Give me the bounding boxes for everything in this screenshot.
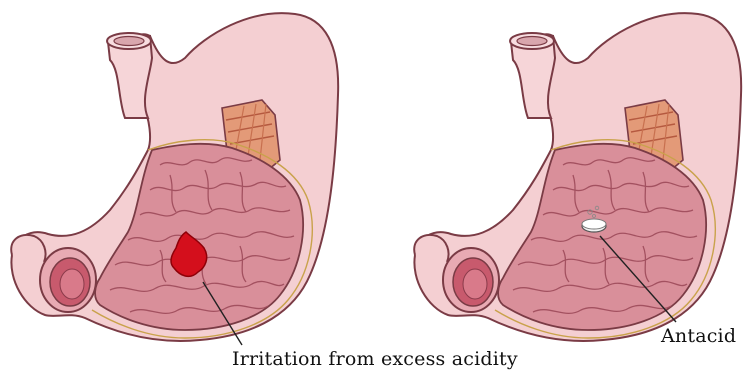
irritation-label: Irritation from excess acidity: [232, 348, 518, 370]
antacid-label: Antacid: [661, 325, 736, 347]
stomach-illustration-right: [414, 13, 741, 341]
stomach-illustration-left: [11, 13, 338, 341]
